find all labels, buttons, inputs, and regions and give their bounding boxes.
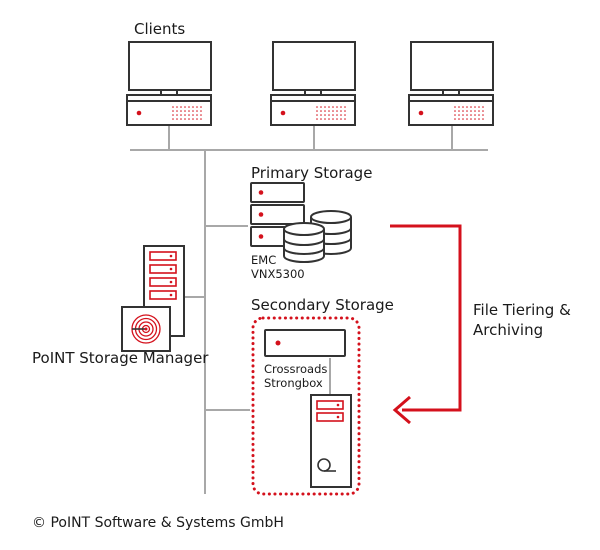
vent-grille-icon [454, 106, 484, 120]
primary-storage-device [250, 182, 352, 263]
monitor-icon [272, 41, 356, 91]
vnx5300-label: VNX5300 [251, 267, 305, 281]
desktop-unit-icon [126, 100, 212, 126]
archive-drive-led [336, 415, 340, 419]
clients-label: Clients [134, 20, 186, 38]
tape-reel-icon [317, 458, 336, 472]
client-workstation-2 [270, 41, 356, 126]
monitor-icon [128, 41, 212, 91]
file-tiering-label: File Tiering & [473, 301, 571, 319]
file-tiering-arrow-line [390, 224, 462, 412]
strongbox-label: Strongbox [264, 376, 323, 390]
storage-manager-logo-icon [131, 314, 161, 344]
secondary-storage-device [264, 329, 352, 488]
crossroads-label: Crossroads [264, 362, 328, 376]
network-lines [130, 124, 488, 494]
emc-label: EMC [251, 253, 277, 267]
drive-bays-icon [149, 251, 177, 300]
monitor-icon [410, 41, 494, 91]
storage-manager-server [121, 245, 185, 352]
client-workstation-1 [126, 41, 212, 126]
disk-stack-icon-front [283, 222, 325, 263]
archive-drive-bays-icon [316, 400, 344, 422]
file-tiering-arrowhead-icon [392, 395, 411, 425]
power-led-icon [136, 110, 142, 116]
copyright-text: © PoINT Software & Systems GmbH [32, 515, 284, 531]
strongbox-appliance-icon [264, 329, 346, 357]
storage-manager-logo-center [144, 327, 148, 331]
archive-drive-led [336, 403, 340, 407]
power-led-icon [418, 110, 424, 116]
archiving-label: Archiving [473, 321, 544, 339]
vent-grille-icon [316, 106, 346, 120]
secondary-storage-label: Secondary Storage [251, 296, 394, 314]
storage-manager-tile [121, 306, 171, 352]
power-led-icon [280, 110, 286, 116]
strongbox-led-icon [275, 340, 281, 346]
client-workstation-3 [408, 41, 494, 126]
primary-storage-label: Primary Storage [251, 164, 373, 182]
drive-leds [169, 254, 173, 297]
vent-grille-icon [172, 106, 202, 120]
storage-manager-label: PoINT Storage Manager [32, 349, 209, 367]
secondary-storage-dotted-frame [251, 316, 361, 496]
